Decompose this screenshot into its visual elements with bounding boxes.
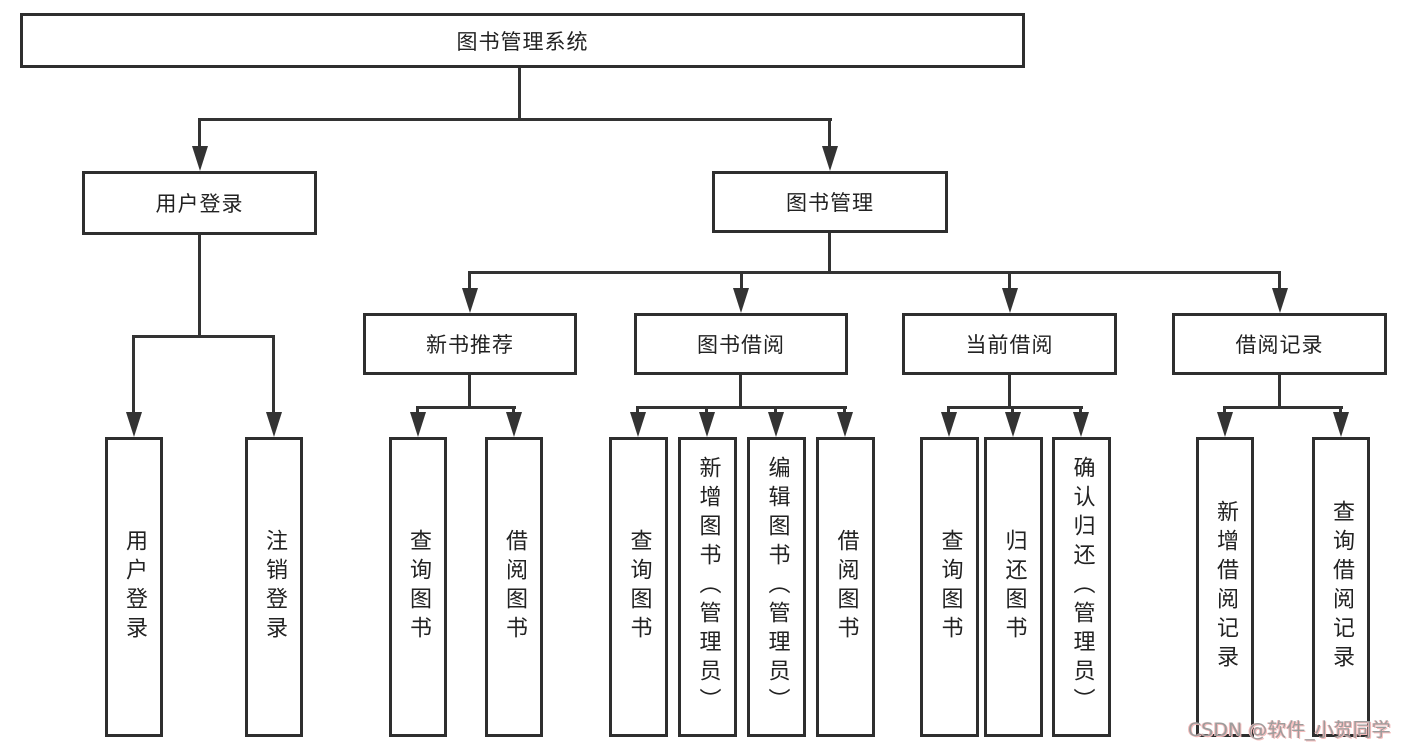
connector-drop bbox=[1008, 271, 1011, 293]
arrow-down-icon bbox=[1333, 412, 1349, 437]
connector-drop bbox=[132, 335, 135, 417]
connector-user-login-stem bbox=[198, 235, 201, 338]
node-label: 查询图书 bbox=[937, 528, 963, 646]
arrow-down-icon bbox=[941, 412, 957, 437]
connector-drop bbox=[416, 406, 419, 416]
node-label: 借阅图书 bbox=[502, 528, 527, 646]
node-book-mgmt: 图书管理 bbox=[712, 171, 948, 233]
node-label: 图书管理 bbox=[786, 191, 874, 215]
leaf-records-query-record: 查询借阅记录 bbox=[1312, 437, 1370, 737]
node-label: 用户登录 bbox=[122, 528, 147, 646]
connector-drop bbox=[1278, 271, 1281, 293]
connector-drop bbox=[843, 406, 846, 416]
leaf-newbook-query-books: 查询图书 bbox=[389, 437, 447, 737]
csdn-watermark: CSDN @软件_小贺同学 bbox=[1188, 719, 1391, 741]
connector-drop bbox=[1011, 406, 1014, 416]
connector-drop bbox=[740, 271, 743, 293]
leaf-borrow-add-books-admin: 新增图书（管理员） bbox=[678, 437, 737, 737]
connector-drop bbox=[468, 271, 471, 293]
connector-drop bbox=[1079, 406, 1082, 416]
arrow-down-icon bbox=[822, 146, 838, 171]
leaf-current-query-books: 查询图书 bbox=[920, 437, 979, 737]
connector-records-rail bbox=[1223, 406, 1343, 409]
arrow-down-icon bbox=[1073, 412, 1089, 437]
connector-root-stem bbox=[518, 68, 521, 121]
connector-drop bbox=[774, 406, 777, 416]
node-label: 图书管理系统 bbox=[456, 29, 589, 54]
connector-book-borrow-stem bbox=[739, 375, 742, 409]
node-label: 确认归还（管理员） bbox=[1069, 456, 1095, 718]
connector-book-borrow-rail bbox=[636, 406, 847, 409]
node-label: 借阅图书 bbox=[833, 528, 859, 646]
leaf-borrow-query-books: 查询图书 bbox=[609, 437, 668, 737]
connector-new-book-stem bbox=[468, 375, 471, 409]
arrow-down-icon bbox=[630, 412, 646, 437]
node-new-book-rec: 新书推荐 bbox=[363, 313, 577, 375]
node-label: 图书借阅 bbox=[697, 333, 785, 357]
leaf-borrow-edit-books-admin: 编辑图书（管理员） bbox=[747, 437, 806, 737]
connector-current-rail bbox=[947, 406, 1083, 409]
arrow-down-icon bbox=[733, 288, 749, 313]
arrow-down-icon bbox=[410, 412, 426, 437]
connector-root-rail bbox=[198, 118, 832, 121]
node-label: 借阅记录 bbox=[1235, 333, 1324, 357]
node-label: 新书推荐 bbox=[426, 333, 514, 357]
node-label: 注销登录 bbox=[262, 528, 287, 646]
node-user-login-group: 用户登录 bbox=[82, 171, 317, 235]
arrow-down-icon bbox=[768, 412, 784, 437]
connector-drop bbox=[198, 118, 201, 152]
connector-drop bbox=[705, 406, 708, 416]
leaf-user-login: 用户登录 bbox=[105, 437, 163, 737]
arrow-down-icon bbox=[462, 288, 478, 313]
arrow-down-icon bbox=[837, 412, 853, 437]
node-current-borrow: 当前借阅 bbox=[902, 313, 1117, 375]
node-label: 归还图书 bbox=[1001, 528, 1027, 646]
connector-user-login-rail bbox=[132, 335, 275, 338]
node-label: 用户登录 bbox=[155, 192, 244, 216]
connector-drop bbox=[636, 406, 639, 416]
arrow-down-icon bbox=[699, 412, 715, 437]
connector-book-mgmt-stem bbox=[828, 233, 831, 274]
leaf-logout: 注销登录 bbox=[245, 437, 303, 737]
arrow-down-icon bbox=[266, 412, 282, 437]
node-label: 新增图书（管理员） bbox=[695, 456, 721, 718]
connector-records-stem bbox=[1278, 375, 1281, 409]
node-label: 编辑图书（管理员） bbox=[764, 456, 790, 718]
node-book-borrow: 图书借阅 bbox=[634, 313, 848, 375]
arrow-down-icon bbox=[1002, 288, 1018, 313]
node-label: 查询图书 bbox=[406, 528, 431, 646]
arrow-down-icon bbox=[192, 146, 208, 171]
connector-drop bbox=[1339, 406, 1342, 416]
node-root-system: 图书管理系统 bbox=[20, 13, 1025, 68]
node-label: 当前借阅 bbox=[965, 333, 1054, 357]
connector-current-stem bbox=[1008, 375, 1011, 409]
connector-book-mgmt-rail bbox=[468, 271, 1281, 274]
arrow-down-icon bbox=[506, 412, 522, 437]
leaf-newbook-borrow-books: 借阅图书 bbox=[485, 437, 543, 737]
connector-drop bbox=[828, 118, 831, 152]
leaf-current-confirm-return-admin: 确认归还（管理员） bbox=[1052, 437, 1111, 737]
leaf-records-add-record: 新增借阅记录 bbox=[1196, 437, 1254, 737]
connector-new-book-rail bbox=[416, 406, 516, 409]
arrow-down-icon bbox=[1272, 288, 1288, 313]
arrow-down-icon bbox=[1217, 412, 1233, 437]
node-label: 新增借阅记录 bbox=[1213, 499, 1238, 675]
leaf-borrow-borrow-books: 借阅图书 bbox=[816, 437, 875, 737]
arrow-down-icon bbox=[1005, 412, 1021, 437]
leaf-current-return-books: 归还图书 bbox=[984, 437, 1043, 737]
node-label: 查询借阅记录 bbox=[1329, 499, 1354, 675]
connector-drop bbox=[1223, 406, 1226, 416]
arrow-down-icon bbox=[126, 412, 142, 437]
connector-drop bbox=[272, 335, 275, 417]
connector-drop bbox=[512, 406, 515, 416]
connector-drop bbox=[947, 406, 950, 416]
node-borrow-records: 借阅记录 bbox=[1172, 313, 1387, 375]
node-label: 查询图书 bbox=[626, 528, 652, 646]
